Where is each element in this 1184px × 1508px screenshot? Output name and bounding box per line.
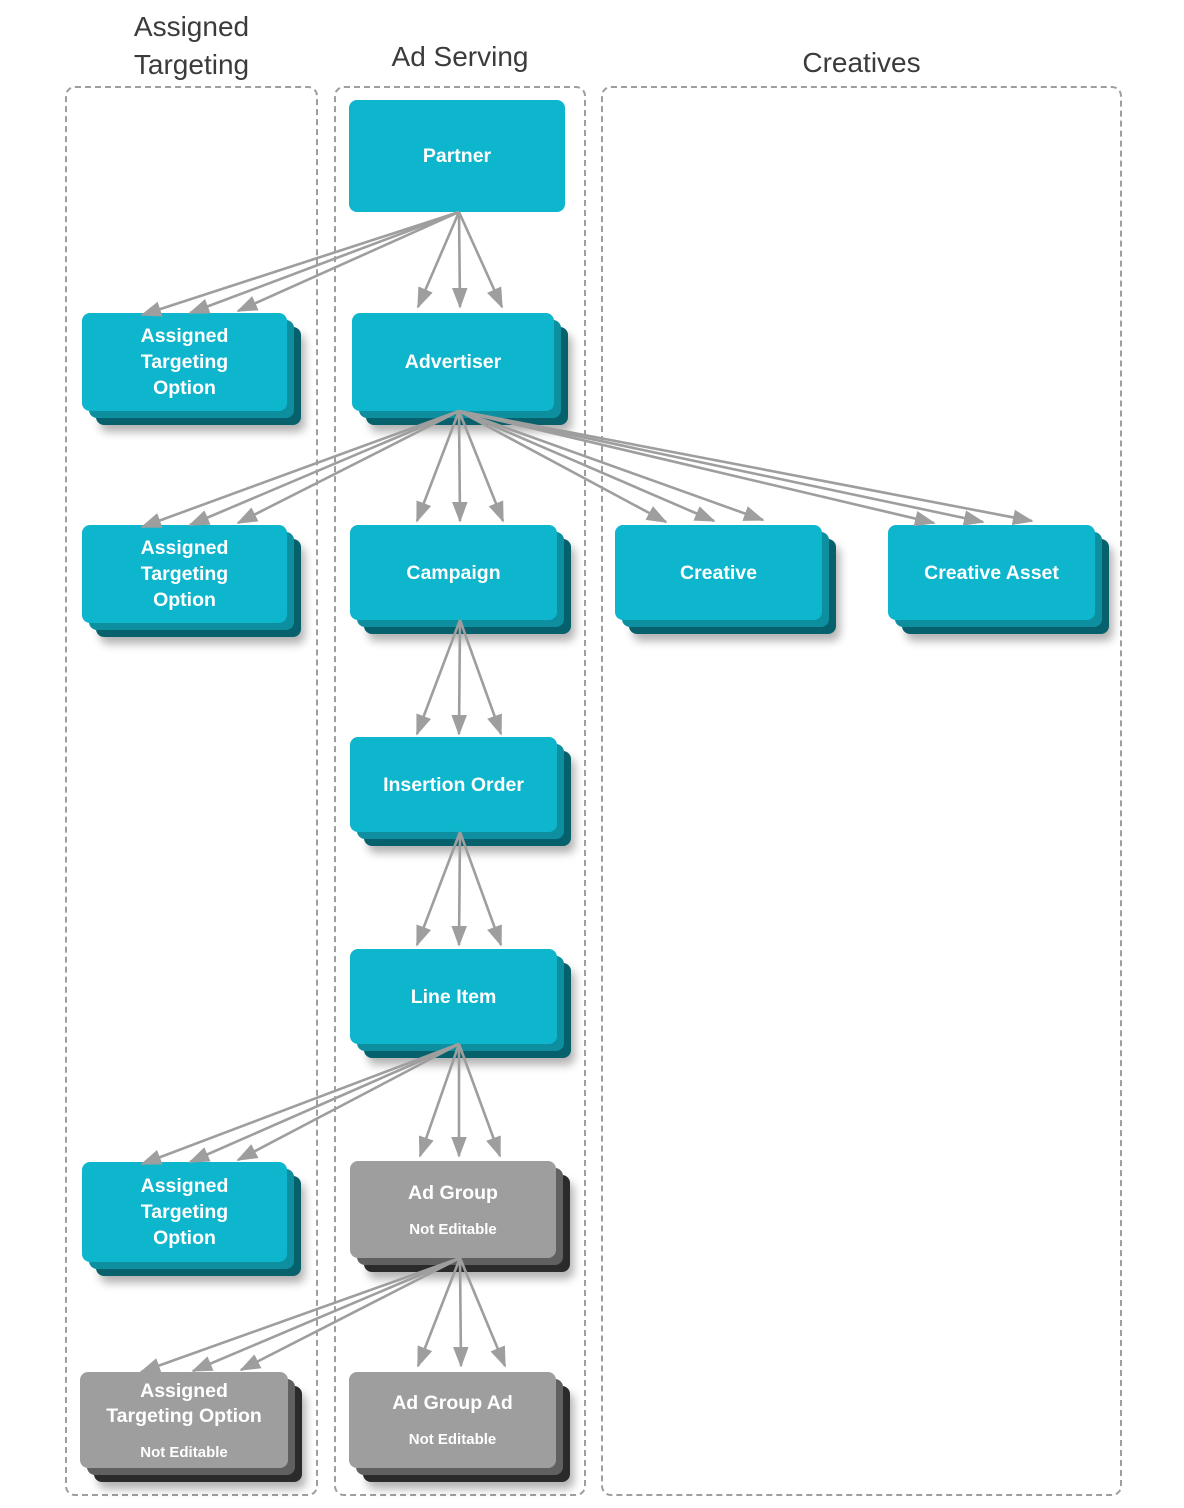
node-subtitle: Not Editable [408, 1431, 497, 1448]
node-card: Advertiser [352, 313, 554, 411]
node-advertiser: Advertiser [352, 313, 568, 425]
node-subtitle: Not Editable [140, 1443, 228, 1461]
node-campaign: Campaign [350, 525, 571, 634]
node-card: Partner [349, 100, 565, 212]
node-assigned-targeting-option-3: Assigned Targeting Option [82, 1162, 301, 1276]
node-line-item: Line Item [350, 949, 571, 1058]
node-label: Creative [680, 561, 757, 584]
node-label: Insertion Order [383, 773, 524, 796]
node-card: Assigned Targeting Option [82, 313, 287, 411]
node-label: Assigned Targeting Option [140, 537, 229, 611]
node-label: Ad Group [408, 1181, 498, 1204]
node-card: Assigned Targeting Option [82, 1162, 287, 1262]
node-creative-asset: Creative Asset [888, 525, 1109, 634]
node-assigned-targeting-option-2: Assigned Targeting Option [82, 525, 301, 637]
header-creatives: Creatives [802, 47, 921, 78]
node-label: Partner [422, 145, 492, 167]
node-card: Creative Asset [888, 525, 1095, 620]
column-creatives [601, 86, 1122, 1496]
node-ad-group-ad: Ad Group Ad Not Editable [349, 1372, 570, 1482]
node-assigned-targeting-option-1: Assigned Targeting Option [82, 313, 301, 425]
node-card: Insertion Order [350, 737, 557, 832]
node-label: Assigned Targeting Option [106, 1379, 262, 1427]
node-card: Creative [615, 525, 822, 620]
node-label: Assigned Targeting Option [140, 325, 229, 399]
node-label: Campaign [406, 561, 501, 584]
node-partner: Partner [349, 100, 565, 212]
node-label: Ad Group Ad [392, 1392, 513, 1414]
header-assigned-targeting: Assigned Targeting [133, 11, 250, 80]
node-label: Assigned Targeting Option [140, 1175, 229, 1249]
column-ad-serving [334, 86, 586, 1496]
node-card: Assigned Targeting Option [82, 525, 287, 623]
header-ad-serving: Ad Serving [391, 41, 529, 72]
node-insertion-order: Insertion Order [350, 737, 571, 846]
node-card: Line Item [350, 949, 557, 1044]
node-label: Line Item [410, 985, 497, 1008]
node-subtitle: Not Editable [409, 1220, 497, 1238]
node-label: Advertiser [404, 351, 502, 373]
node-creative: Creative [615, 525, 836, 634]
column-assigned-targeting [65, 86, 318, 1496]
node-card: Campaign [350, 525, 557, 620]
node-label: Creative Asset [924, 561, 1059, 584]
node-card: Ad Group Ad Not Editable [349, 1372, 556, 1468]
